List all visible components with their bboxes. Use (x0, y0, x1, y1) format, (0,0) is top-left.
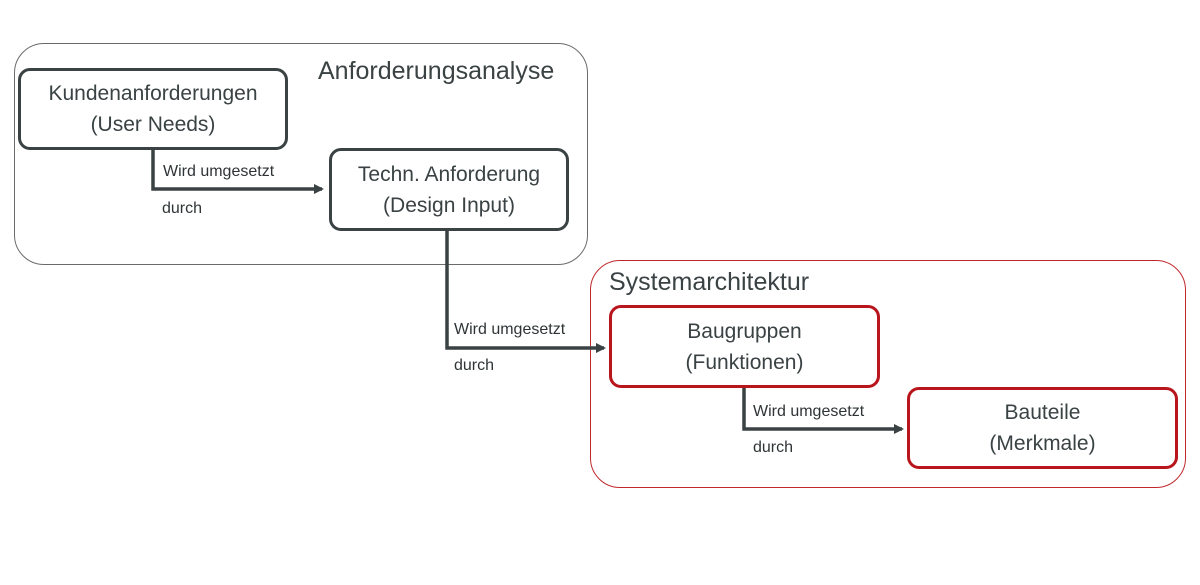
connector-1-label-top: Wird umgesetzt (163, 163, 275, 180)
customer-requirements-title: Kundenanforderungen (48, 82, 258, 105)
assemblies-subtitle: (Funktionen) (685, 350, 804, 374)
system-architecture-title: Systemarchitektur (609, 268, 810, 296)
assemblies-title: Baugruppen (687, 319, 802, 343)
customer-requirements-subtitle: (User Needs) (90, 113, 216, 136)
connector-2-label-bottom: durch (454, 357, 495, 374)
assemblies-box: Baugruppen (Funktionen) (609, 305, 880, 388)
system-architecture-group (590, 260, 1186, 488)
connector-1-label-bottom: durch (162, 200, 203, 217)
requirements-analysis-title: Anforderungsanalyse (318, 57, 555, 85)
technical-requirement-subtitle: (Design Input) (383, 193, 515, 217)
components-title: Bauteile (1004, 401, 1081, 424)
connector-3-label-bottom: durch (753, 439, 794, 456)
technical-requirement-title: Techn. Anforderung (357, 162, 541, 186)
requirements-analysis-group (14, 43, 588, 265)
components-box: Bauteile (Merkmale) (907, 387, 1178, 469)
technical-requirement-box: Techn. Anforderung (Design Input) (329, 148, 569, 231)
customer-requirements-box: Kundenanforderungen (User Needs) (18, 68, 288, 150)
components-subtitle: (Merkmale) (989, 432, 1096, 455)
connector-3-label-top: Wird umgesetzt (753, 403, 865, 420)
connector-2-label-top: Wird umgesetzt (454, 321, 566, 338)
